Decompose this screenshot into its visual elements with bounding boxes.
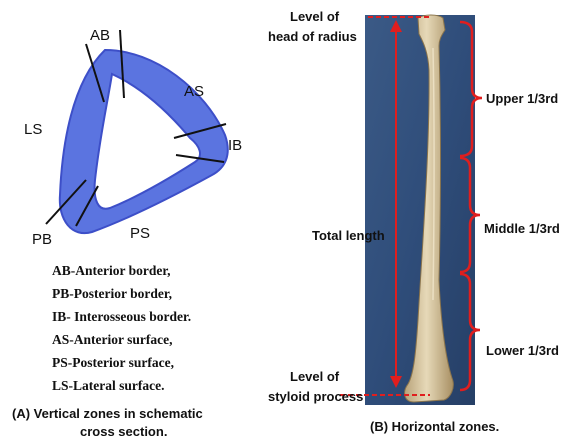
level-head-label-line2: head of radius <box>268 29 357 44</box>
level-head-label-line1: Level of <box>290 9 340 24</box>
lower-third-label: Lower 1/3rd <box>486 343 559 358</box>
legend-item: PS-Posterior surface, <box>52 355 174 370</box>
upper-third-label: Upper 1/3rd <box>486 91 558 106</box>
label-as: AS <box>184 83 204 100</box>
middle-third-label: Middle 1/3rd <box>484 221 560 236</box>
panel-b: Level of head of radius Total length Lev… <box>268 9 560 434</box>
cross-section-ring <box>60 50 228 233</box>
level-styloid-label-line1: Level of <box>290 369 340 384</box>
label-ib: IB <box>228 137 242 154</box>
caption-b: (B) Horizontal zones. <box>370 419 499 434</box>
legend-item: PB-Posterior border, <box>52 286 172 301</box>
legend-item: AS-Anterior surface, <box>52 332 172 347</box>
legend-item: AB-Anterior border, <box>52 263 171 278</box>
caption-a-line2: cross section. <box>80 424 167 439</box>
legend-item: IB- Interosseous border. <box>52 309 191 324</box>
caption-a-line1: (A) Vertical zones in schematic <box>12 406 203 421</box>
total-length-label: Total length <box>312 228 385 243</box>
legend: AB-Anterior border, PB-Posterior border,… <box>52 263 191 393</box>
label-pb: PB <box>32 231 52 248</box>
label-ls: LS <box>24 121 42 138</box>
panel-a: AB AS LS IB PB PS AB-Anterior border, PB… <box>12 27 242 439</box>
label-ps: PS <box>130 225 150 242</box>
level-styloid-label-line2: styloid process <box>268 389 363 404</box>
label-ab: AB <box>90 27 110 44</box>
legend-item: LS-Lateral surface. <box>52 378 164 393</box>
